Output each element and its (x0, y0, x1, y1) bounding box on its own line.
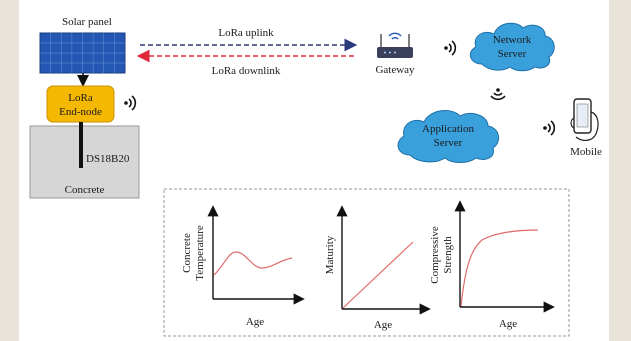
x-axis-label: Age (246, 316, 264, 328)
concrete-block: DS18B20 Concrete (29, 122, 140, 199)
plot-concrete-temperature: Concrete Temperature Age (181, 205, 305, 328)
downlink-label: LoRa downlink (212, 65, 281, 77)
maturity-curve (342, 241, 414, 309)
cloud-icon (469, 22, 555, 72)
uplink-label: LoRa uplink (218, 27, 274, 39)
plots-panel (163, 188, 570, 337)
lora-end-node: LoRa End-node (46, 85, 115, 123)
sensor-label: DS18B20 (86, 153, 130, 165)
temperature-curve (213, 251, 293, 276)
end-node-label-line1: LoRa (68, 92, 93, 104)
application-server-label-line1: Application (422, 123, 474, 135)
concrete-label: Concrete (65, 184, 105, 196)
end-node-label-line2: End-node (59, 106, 102, 118)
gateway-label: Gateway (375, 64, 415, 76)
phone-in-hand-icon (570, 98, 599, 141)
strength-curve (460, 229, 539, 307)
sensor-probe-icon (79, 122, 83, 168)
mobile-label: Mobile (570, 146, 602, 158)
network-server-label-line1: Network (493, 34, 532, 46)
y-axis-label-line2: Temperature (194, 225, 206, 281)
x-axis-label: Age (499, 318, 517, 330)
solar-panel-icon (39, 32, 126, 74)
x-axis-label: Age (374, 319, 392, 331)
cloud-icon (397, 110, 500, 163)
plot-maturity: Maturity Age (324, 205, 431, 331)
plot-compressive-strength: Compressive Strength Age (429, 200, 555, 330)
y-axis-label-line1: Maturity (324, 235, 336, 274)
y-axis-label-line2: Strength (442, 236, 454, 274)
solar-panel-label: Solar panel (62, 16, 112, 28)
application-server-label-line2: Server (434, 137, 463, 149)
y-axis-label-line1: Concrete (181, 233, 193, 273)
y-axis-label-line1: Compressive (429, 226, 441, 284)
network-server-label-line2: Server (498, 48, 527, 60)
router-icon (377, 32, 413, 58)
